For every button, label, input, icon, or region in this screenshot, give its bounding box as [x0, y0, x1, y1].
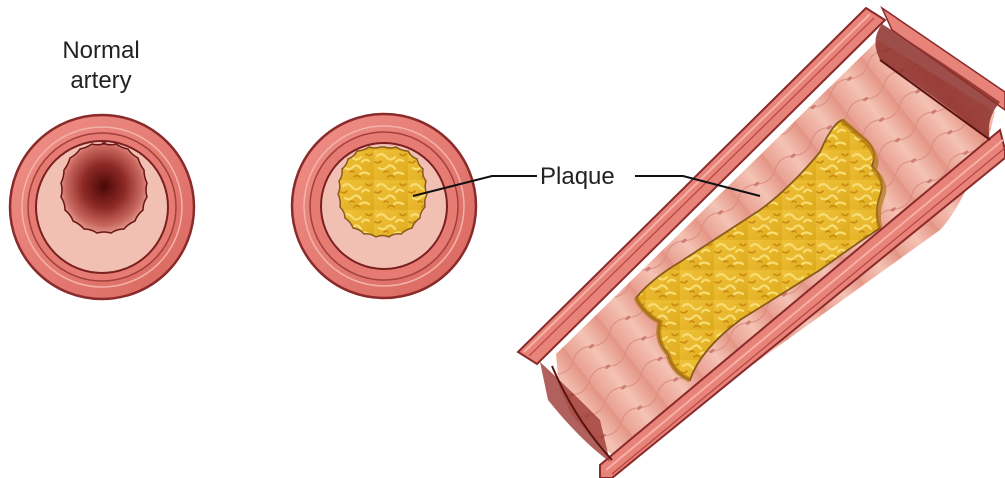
normal-artery-caption: Normal artery [38, 36, 164, 96]
blocked-artery-cross-section [292, 114, 476, 298]
normal-artery-caption-line1: Normal [38, 36, 164, 66]
normal-artery-caption-line2: artery [38, 66, 164, 96]
longitudinal-artery-section [518, 8, 1005, 478]
plaque-label: Plaque [540, 163, 615, 191]
normal-artery-cross-section [10, 115, 194, 299]
plaque-core-cross-section [338, 147, 427, 237]
